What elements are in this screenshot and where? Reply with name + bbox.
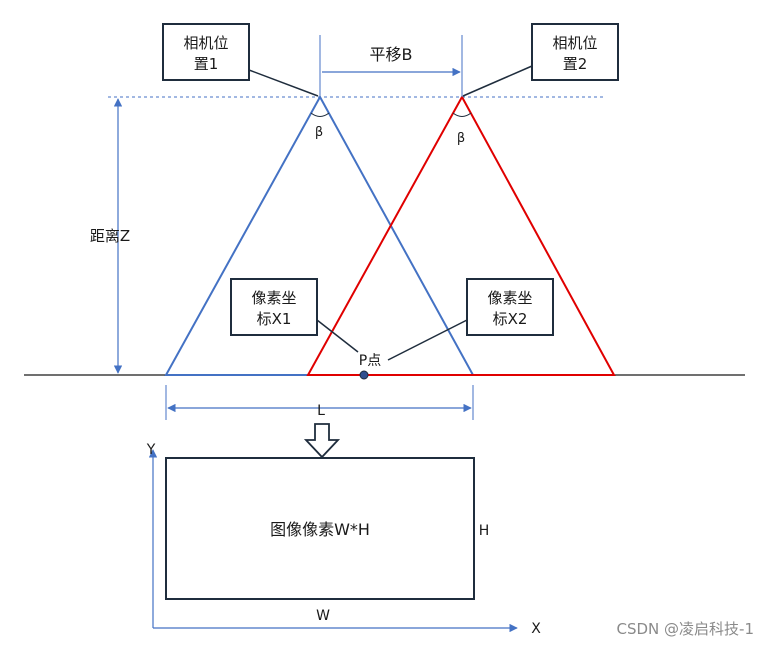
csdn-watermark: CSDN @凌启科技-1	[617, 620, 755, 638]
x-axis-label: X	[531, 621, 541, 637]
pixel-x1-label-line1: 像素坐	[251, 289, 296, 307]
distance-z-label: 距离Z	[90, 227, 130, 245]
down-arrow-icon	[303, 423, 341, 459]
camera1-label-line2: 置1	[194, 55, 219, 73]
image-pixel-box	[165, 457, 475, 600]
point-p-label: P点	[359, 353, 381, 369]
camera1-label-line1: 相机位	[183, 34, 228, 52]
beta-right-label: β	[457, 131, 465, 146]
translation-label: 平移B	[370, 45, 413, 64]
camera2-position-box	[531, 23, 619, 81]
pixel-x1-label-line2: 标X1	[257, 310, 292, 328]
pixel-x2-box	[466, 278, 554, 336]
point-p-marker	[359, 370, 369, 380]
camera2-callout-line	[462, 65, 533, 97]
camera1-position-box	[162, 23, 250, 81]
camera1-callout-line	[248, 69, 319, 97]
pixel-x2-label-line2: 标X2	[493, 310, 528, 328]
beta-left-label: β	[315, 125, 323, 140]
h-label: H	[479, 523, 490, 539]
image-pixel-label: 图像像素W*H	[270, 520, 370, 539]
camera2-label-line1: 相机位	[552, 34, 597, 52]
pixel-x2-callout-line	[387, 319, 468, 361]
beta-arc-right	[452, 112, 472, 117]
pixel-x2-label-line1: 像素坐	[487, 289, 532, 307]
camera2-view-triangle	[306, 94, 616, 376]
pixel-x1-box	[230, 278, 318, 336]
beta-arc-left	[310, 112, 330, 117]
l-label: L	[317, 403, 325, 419]
pixel-x1-callout-line	[316, 319, 359, 353]
camera2-label-line2: 置2	[563, 55, 588, 73]
w-label: W	[316, 608, 330, 624]
y-axis-label: Y	[146, 442, 156, 458]
